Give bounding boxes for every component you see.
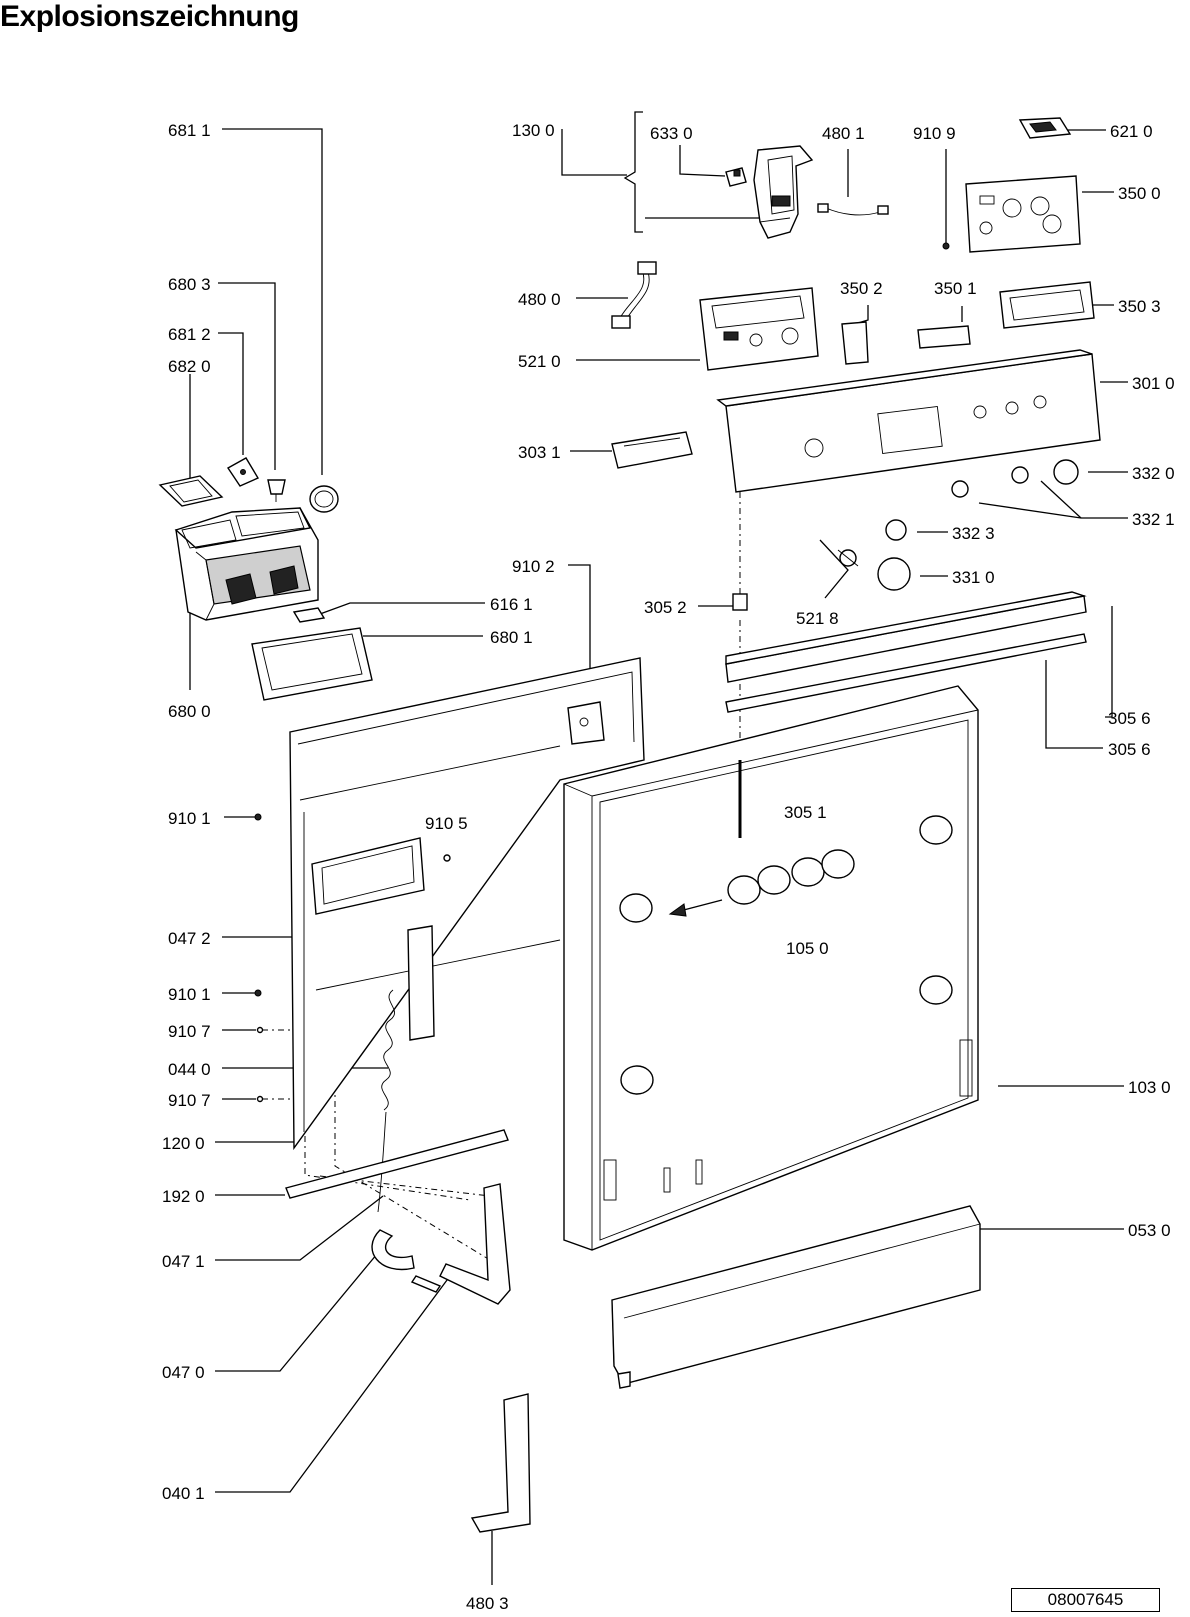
label-9107b: 910 7 — [168, 1091, 211, 1110]
label-3321: 332 1 — [1132, 510, 1175, 529]
label-3310: 331 0 — [952, 568, 995, 587]
outer-door-103 — [563, 685, 979, 1251]
label-5218: 521 8 — [796, 609, 839, 628]
label-6820: 682 0 — [168, 357, 211, 376]
page-title: Explosionszeichnung — [0, 0, 299, 33]
label-9101a: 910 1 — [168, 809, 211, 828]
kick-plate-053 — [470, 1205, 981, 1533]
label-0401: 040 1 — [162, 1484, 205, 1503]
label-9105: 910 5 — [425, 814, 468, 833]
label-1200: 120 0 — [162, 1134, 205, 1153]
control-panel-301 — [716, 349, 1101, 713]
label-6812: 681 2 — [168, 325, 211, 344]
label-0471: 047 1 — [162, 1252, 205, 1271]
control-electronics — [611, 117, 1095, 469]
label-3031: 303 1 — [518, 443, 561, 462]
label-9107a: 910 7 — [168, 1022, 211, 1041]
document-number: 08007645 — [1011, 1588, 1160, 1612]
label-3056b: 305 6 — [1108, 740, 1151, 759]
label-6801: 680 1 — [490, 628, 533, 647]
label-0440: 044 0 — [168, 1060, 211, 1079]
label-3320: 332 0 — [1132, 464, 1175, 483]
label-3056a: 305 6 — [1108, 709, 1151, 728]
label-3500: 350 0 — [1118, 184, 1161, 203]
label-6811: 681 1 — [168, 121, 211, 140]
label-1920: 192 0 — [162, 1187, 205, 1206]
label-3503: 350 3 — [1118, 297, 1161, 316]
label-4801: 480 1 — [822, 124, 865, 143]
label-4803: 480 3 — [466, 1594, 509, 1613]
part-labels: 681 1 680 3 681 2 682 0 616 1 680 1 680 … — [162, 121, 1175, 1613]
label-3323: 332 3 — [952, 524, 995, 543]
label-3052: 305 2 — [644, 598, 687, 617]
label-3010: 301 0 — [1132, 374, 1175, 393]
label-6803: 680 3 — [168, 275, 211, 294]
label-9102: 910 2 — [512, 557, 555, 576]
label-0472: 047 2 — [168, 929, 211, 948]
label-6330: 633 0 — [650, 124, 693, 143]
label-3051: 305 1 — [784, 803, 827, 822]
label-3502: 350 2 — [840, 279, 883, 298]
label-0530: 053 0 — [1128, 1221, 1171, 1240]
label-5210: 521 0 — [518, 352, 561, 371]
label-9101b: 910 1 — [168, 985, 211, 1004]
label-9109: 910 9 — [913, 124, 956, 143]
label-4800: 480 0 — [518, 290, 561, 309]
label-6800: 680 0 — [168, 702, 211, 721]
inner-door-120 — [254, 657, 645, 1151]
label-3501: 350 1 — [934, 279, 977, 298]
label-1300: 130 0 — [512, 121, 555, 140]
label-6161: 616 1 — [490, 595, 533, 614]
spring-and-hinge — [285, 989, 511, 1305]
detergent-dispenser-assembly — [158, 457, 373, 701]
label-6210: 621 0 — [1110, 122, 1153, 141]
label-0470: 047 0 — [162, 1363, 205, 1382]
label-1030: 103 0 — [1128, 1078, 1171, 1097]
label-1050: 105 0 — [786, 939, 829, 958]
